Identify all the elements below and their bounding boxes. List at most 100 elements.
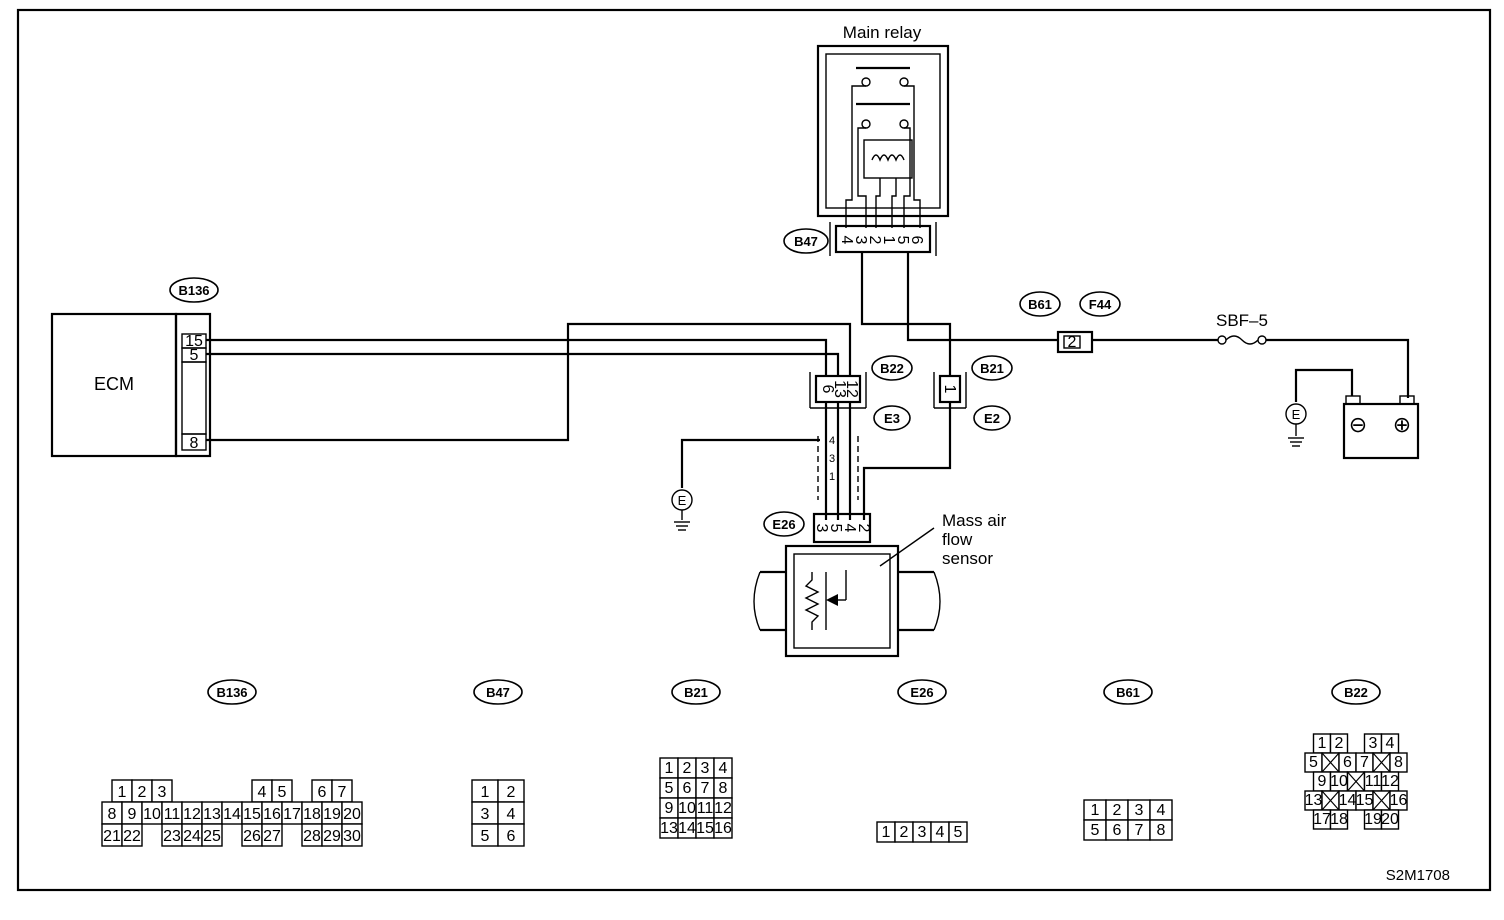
b47-tag bbox=[783, 228, 829, 254]
svg-text:E: E bbox=[1292, 407, 1301, 422]
pin-number: 21 bbox=[103, 828, 121, 845]
face-tag: E26 bbox=[910, 685, 933, 700]
pin-number: 12 bbox=[714, 800, 732, 817]
svg-text:5: 5 bbox=[827, 524, 844, 533]
svg-text:F44: F44 bbox=[1089, 297, 1112, 312]
wire-b21-maf bbox=[862, 402, 952, 520]
pin-number: 8 bbox=[1157, 822, 1166, 839]
pin-number: 4 bbox=[258, 784, 267, 801]
pin-number: 7 bbox=[1360, 754, 1369, 771]
svg-text:flow: flow bbox=[942, 530, 973, 549]
pin-number: 27 bbox=[263, 828, 281, 845]
svg-text:5: 5 bbox=[190, 347, 199, 364]
pin-number: 4 bbox=[507, 806, 516, 823]
pin-number: 11 bbox=[697, 800, 714, 817]
pin-number: 8 bbox=[108, 806, 117, 823]
b61-f44-connector: 2 B61 F44 bbox=[1019, 291, 1121, 354]
svg-text:B47: B47 bbox=[794, 234, 818, 249]
mass-air-flow-sensor: Mass air flow sensor bbox=[753, 511, 1007, 658]
pin-number: 10 bbox=[1330, 773, 1348, 790]
ground-icon-battery: E bbox=[1285, 403, 1307, 447]
pin-number: 16 bbox=[263, 806, 281, 823]
maf-sensor-body bbox=[784, 544, 900, 658]
ground-icon-shield: E bbox=[671, 489, 693, 531]
pin-number: 7 bbox=[338, 784, 347, 801]
pin-number: 19 bbox=[323, 806, 341, 823]
pin-number: 5 bbox=[1309, 754, 1318, 771]
b21-e2-connector: 1 B21 E2 bbox=[933, 355, 1013, 431]
svg-text:4: 4 bbox=[838, 236, 855, 245]
wire-ecm-8 bbox=[206, 322, 852, 442]
svg-text:1: 1 bbox=[941, 385, 958, 394]
b136-tag bbox=[169, 277, 219, 303]
pin-number: 6 bbox=[318, 784, 327, 801]
svg-text:15: 15 bbox=[185, 333, 203, 350]
pin-number: 16 bbox=[714, 820, 732, 837]
pin-number: 1 bbox=[1091, 802, 1100, 819]
pin-number: 4 bbox=[1157, 802, 1166, 819]
ecm-label: ECM bbox=[94, 374, 134, 394]
pin-number: 29 bbox=[323, 828, 341, 845]
pin-number: 1 bbox=[1318, 735, 1327, 752]
pin-number: 3 bbox=[481, 806, 490, 823]
b136-connector bbox=[174, 312, 212, 458]
pin-number: 20 bbox=[343, 806, 361, 823]
pin-number: 1 bbox=[118, 784, 127, 801]
relay-coil-icon bbox=[871, 154, 905, 162]
pin-number: 6 bbox=[507, 828, 516, 845]
pin-number: 13 bbox=[203, 806, 221, 823]
battery: ⊖ ⊕ bbox=[1342, 395, 1420, 460]
svg-text:4: 4 bbox=[841, 524, 858, 533]
wire-relay-4 bbox=[860, 252, 952, 376]
svg-text:13: 13 bbox=[831, 380, 848, 398]
svg-text:2: 2 bbox=[1068, 334, 1077, 351]
svg-text:6: 6 bbox=[819, 385, 836, 394]
pin-number: 6 bbox=[683, 780, 692, 797]
ecm: ECM 15 5 8 B136 bbox=[50, 277, 219, 458]
pin-number: 4 bbox=[936, 824, 945, 841]
pin-number: 5 bbox=[665, 780, 674, 797]
svg-text:3: 3 bbox=[852, 236, 869, 245]
svg-text:SBF–5: SBF–5 bbox=[1216, 311, 1268, 330]
pin-number: 11 bbox=[1365, 773, 1382, 790]
svg-text:6: 6 bbox=[908, 236, 925, 245]
pin-number: 23 bbox=[163, 828, 181, 845]
pin-number: 9 bbox=[1318, 773, 1327, 790]
b47-connector bbox=[834, 224, 932, 254]
sensor-arrow-icon bbox=[826, 594, 838, 606]
svg-text:3: 3 bbox=[829, 453, 835, 465]
pin-number: 3 bbox=[158, 784, 167, 801]
svg-text:1: 1 bbox=[829, 471, 835, 483]
pin-number: 3 bbox=[1135, 802, 1144, 819]
battery-plus-icon: ⊕ bbox=[1393, 412, 1411, 437]
fuse-icon bbox=[1225, 335, 1259, 345]
pin-number: 7 bbox=[1135, 822, 1144, 839]
pin-number: 2 bbox=[1335, 735, 1344, 752]
pin-number: 10 bbox=[678, 800, 696, 817]
wire-relay-power bbox=[906, 252, 1058, 342]
pin-number: 5 bbox=[1091, 822, 1100, 839]
pin-number: 14 bbox=[678, 820, 696, 837]
pin-number: 4 bbox=[719, 760, 728, 777]
pin-number: 6 bbox=[1113, 822, 1122, 839]
pin-number: 14 bbox=[223, 806, 241, 823]
pin-number: 3 bbox=[1369, 735, 1378, 752]
pin-number: 30 bbox=[343, 828, 361, 845]
pin-number: 2 bbox=[683, 760, 692, 777]
pin-number: 22 bbox=[123, 828, 141, 845]
svg-text:8: 8 bbox=[190, 435, 199, 452]
battery-minus-icon: ⊖ bbox=[1349, 412, 1367, 437]
svg-text:E3: E3 bbox=[884, 411, 900, 426]
pin-number: 9 bbox=[665, 800, 674, 817]
pin-number: 2 bbox=[138, 784, 147, 801]
pin-number: 26 bbox=[243, 828, 261, 845]
pin-number: 15 bbox=[696, 820, 714, 837]
figure-id: S2M1708 bbox=[1386, 867, 1450, 884]
pin-number: 19 bbox=[1364, 811, 1382, 828]
